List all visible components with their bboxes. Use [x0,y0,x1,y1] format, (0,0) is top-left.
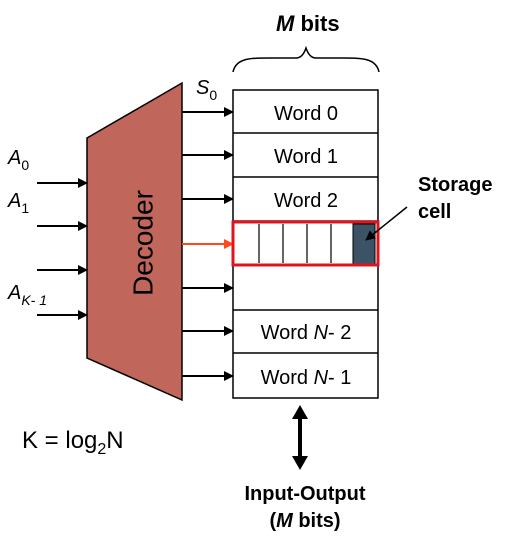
io-label-line2: (M bits) [269,510,340,532]
word-label-n2: Word N- 2 [261,322,352,344]
selected-word-highlight [231,220,380,267]
s0-label: S0 [196,77,217,103]
storage-label-line1: Storage [418,174,492,196]
io-arrow-up-head [292,405,308,419]
input-label-a0: A0 [7,147,29,173]
word-label-2: Word 2 [274,190,338,212]
word-label-n1: Word N- 1 [261,367,352,389]
storage-callout-arrow [365,206,408,241]
header-label: M bits [276,11,340,36]
io-arrow-down-head [292,456,308,470]
decoder-label: Decoder [127,190,158,296]
header-brace [232,45,380,73]
storage-label-line2: cell [418,201,451,223]
io-label-line1: Input-Output [244,483,365,505]
storage-cell-highlight [352,223,376,265]
input-label-a1: A1 [7,190,29,216]
word-label-0: Word 0 [274,103,338,125]
formula-label: K = log2N [22,427,124,458]
input-label-ak1: AK- 1 [7,282,47,308]
word-label-1: Word 1 [274,146,338,168]
decoder-block [86,81,183,402]
